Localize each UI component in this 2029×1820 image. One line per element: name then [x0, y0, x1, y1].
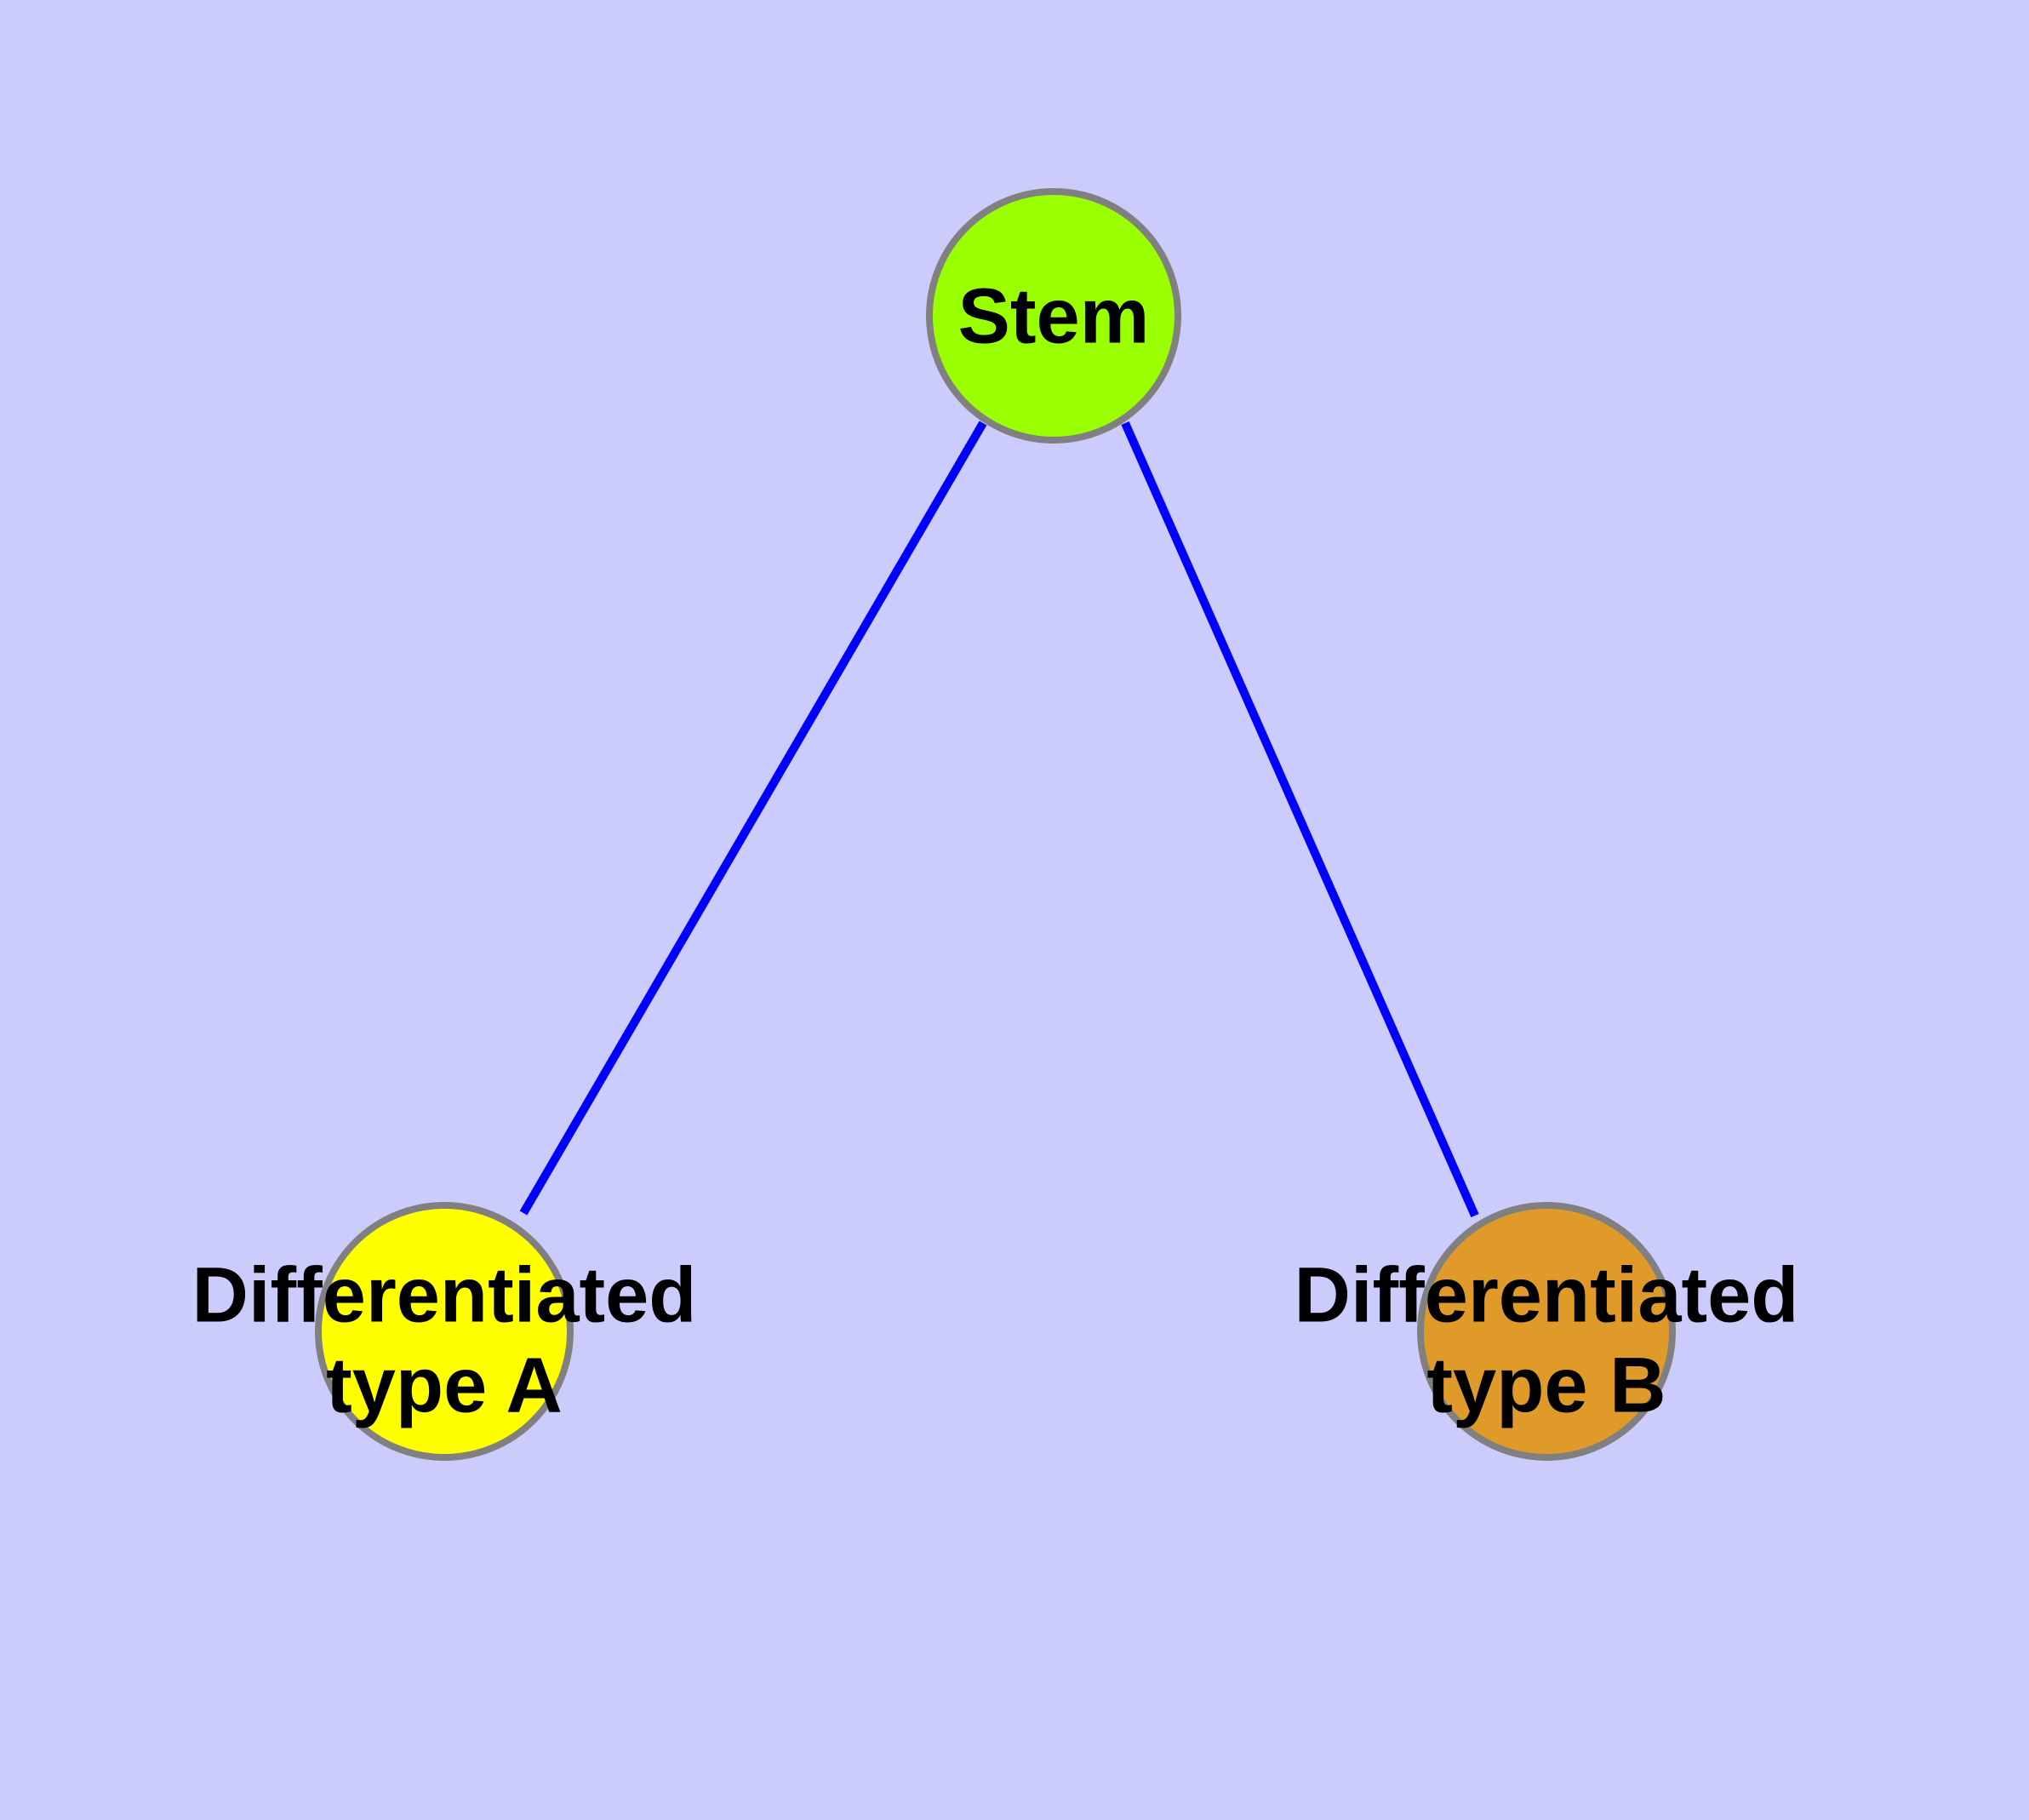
edge-layer: [519, 421, 1479, 1218]
node-differentiated-type-b-circle[interactable]: [1417, 1202, 1676, 1461]
edge-stem-to-differentiated-type-b[interactable]: [1121, 421, 1479, 1218]
node-layer: Stem Differentiated type A Differentiate…: [192, 188, 1799, 1461]
node-differentiated-type-a[interactable]: Differentiated type A: [192, 1202, 697, 1461]
node-differentiated-type-b-label-line2: type B: [1426, 1342, 1666, 1428]
node-stem[interactable]: Stem: [926, 188, 1181, 444]
node-differentiated-type-a-label-line1: Differentiated: [192, 1251, 697, 1338]
node-differentiated-type-b-label-line1: Differentiated: [1295, 1251, 1799, 1338]
node-differentiated-type-b[interactable]: Differentiated type B: [1295, 1202, 1799, 1461]
node-differentiated-type-a-circle[interactable]: [315, 1202, 574, 1461]
edge-stem-to-differentiated-type-a[interactable]: [519, 421, 987, 1216]
node-differentiated-type-a-label-line2: type A: [326, 1342, 563, 1428]
node-stem-circle[interactable]: [926, 188, 1181, 444]
node-stem-label: Stem: [958, 272, 1150, 359]
